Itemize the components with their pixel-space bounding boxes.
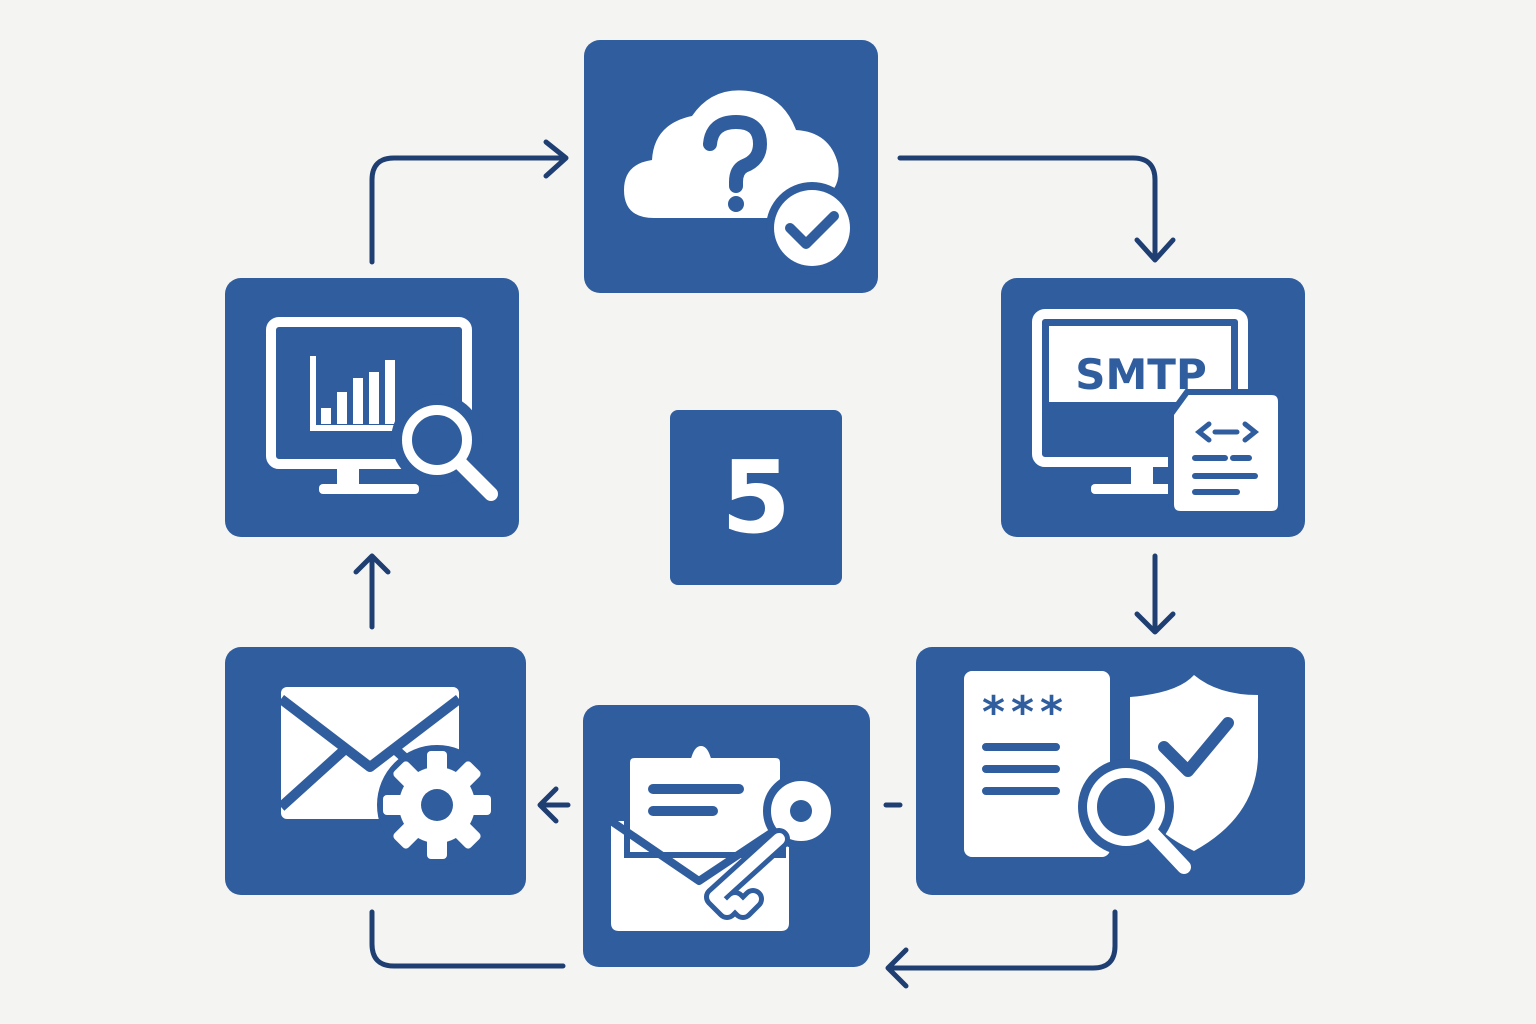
magnifier-icon	[1078, 759, 1191, 874]
tile-monitoring	[225, 278, 519, 537]
gear-icon	[377, 745, 497, 865]
password-mask: ***	[982, 687, 1070, 738]
arrow-mailsettings-to-monitoring	[353, 553, 391, 630]
tile-credential-check: ***	[916, 647, 1305, 895]
password-document-icon	[964, 671, 1110, 857]
cloud-question-icon	[624, 90, 839, 218]
monitor-chart-icon	[266, 317, 472, 494]
magnifier-icon	[391, 394, 498, 501]
arrow-cloud-to-smtp	[897, 155, 1176, 263]
tile-smtp-config: SMTP	[1001, 278, 1305, 537]
arrow-smtp-to-credential	[1134, 553, 1176, 635]
step-number-badge: 5	[670, 410, 842, 585]
code-document-icon	[1168, 389, 1284, 517]
check-circle-icon	[766, 182, 858, 274]
arrow-monitoring-to-cloud	[369, 139, 569, 265]
arrow-credential-to-securemail	[885, 909, 1118, 989]
arrow-securemail-to-mailsettings	[537, 786, 571, 824]
tile-cloud-status	[584, 40, 878, 293]
tile-secure-mail	[583, 705, 870, 967]
key-icon	[704, 773, 839, 920]
monitor-icon	[1032, 309, 1248, 494]
tile-mail-settings	[225, 647, 526, 895]
arrow-bottom-return	[369, 909, 566, 969]
